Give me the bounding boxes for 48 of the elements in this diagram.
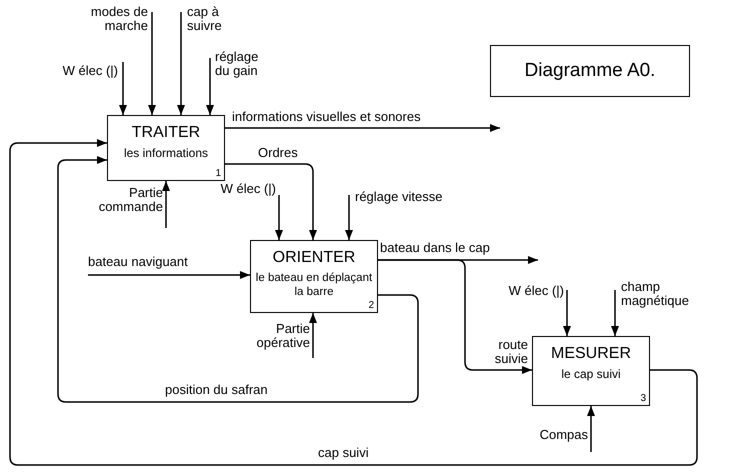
edge-label: bateau dans le cap [380,241,490,255]
edge-label: Partie opérative [256,322,310,350]
edge-label: modes de marche [90,5,148,33]
edge-label: cap suivi [318,446,369,460]
diagram-title: Diagramme A0. [490,45,690,97]
arrow [309,313,317,358]
box-title: MESURER [550,345,632,363]
edge-label: Compas [538,428,588,442]
arrow [587,406,595,452]
box-title: ORIENTER [272,249,356,267]
edge-label: route suivie [494,338,528,366]
edge-label: cap à suivre [187,5,223,33]
box-number: 1 [215,168,221,179]
edge-label: informations visuelles et sonores [232,110,421,124]
arrow [148,12,156,115]
arrow [225,124,500,132]
edge-label: W élec (|) [220,182,276,196]
process-box [532,336,650,406]
edge-label: bateau naviguant [88,255,188,269]
edge-label: champ magnétique [621,280,690,308]
box-number: 3 [640,393,646,404]
edge-label: Ordres [258,146,298,160]
edge-label: réglage vitesse [355,190,442,204]
arrow [119,62,127,115]
arrow [162,181,170,228]
edge-label: réglage du gain [215,50,260,78]
box-subtitle: les informations [122,146,210,160]
arrow [225,163,317,240]
arrow [563,290,571,336]
process-box [250,240,378,313]
box-subtitle: le cap suivi [560,367,622,381]
box-subtitle: le bateau en déplaçant la barre [254,271,374,299]
edge-label: position du safran [165,383,268,397]
arrow [275,195,283,240]
arrow [57,156,419,403]
box-title: TRAITER [130,124,202,142]
process-box [107,115,225,181]
arrow [611,290,619,336]
arrow [206,58,214,115]
box-number: 2 [368,300,374,311]
arrow [177,12,185,115]
edge-label: W élec (|) [62,64,118,78]
arrow [88,271,250,279]
edge-label: W élec (|) [508,284,564,298]
arrow [378,259,532,374]
edge-label: Partie commande [98,186,163,214]
arrow [345,195,353,240]
arrow [9,139,698,466]
